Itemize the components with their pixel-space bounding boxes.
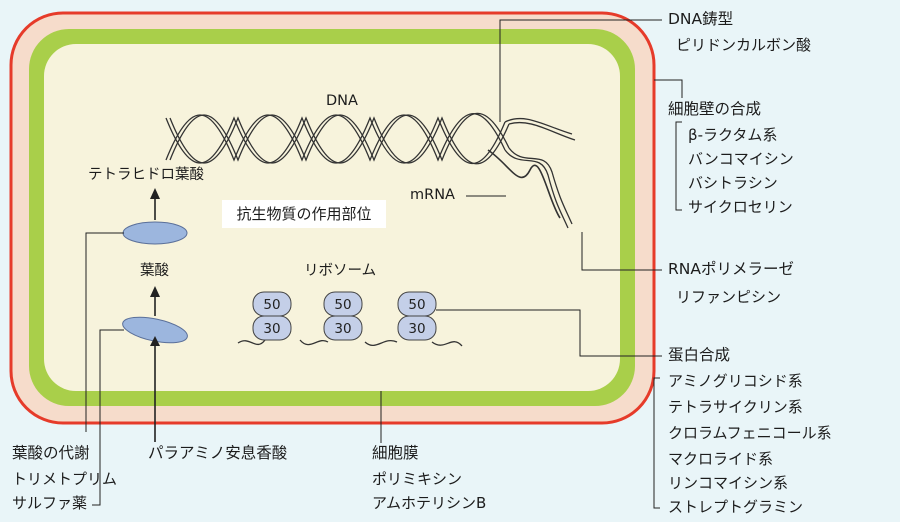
rna-polymerase-heading: RNAポリメラーゼ [668, 260, 794, 278]
cell-wall-heading: 細胞壁の合成 [668, 100, 762, 118]
drug-trimethoprim: トリメトプリム [12, 470, 118, 488]
drug-rifampicin: リファンピシン [676, 288, 782, 306]
ribosome-large-label: 50 [263, 297, 280, 313]
folate-pathway [122, 188, 188, 442]
cell-membrane-heading: 細胞膜 [372, 444, 419, 462]
ribosome-1 [252, 291, 292, 341]
drug-tetracycline: テトラサイクリン系 [668, 398, 803, 416]
drug-pyridone-carboxylic-acid: ピリドンカルボン酸 [676, 36, 812, 54]
paba-label: パラアミノ安息香酸 [148, 444, 288, 462]
ribosome-2 [323, 291, 363, 341]
drug-aminoglycoside: アミノグリコシド系 [668, 372, 803, 390]
protein-synthesis-heading: 蛋白合成 [668, 346, 731, 364]
drug-cycloserine: サイクロセリン [688, 198, 793, 216]
drug-sulfonamide: サルファ薬 [12, 494, 88, 512]
leader-lines [85, 19, 683, 509]
tetrahydrofolate-label: テトラヒドロ葉酸 [88, 167, 204, 183]
ribosome-3 [397, 291, 437, 341]
arrow-up-icon [150, 286, 160, 297]
folate-metabolism-heading: 葉酸の代謝 [12, 444, 90, 462]
ribosome-large-label: 50 [334, 297, 351, 313]
drug-lincomycin: リンコマイシン系 [668, 474, 789, 492]
arrow-up-icon [150, 188, 160, 199]
dna-helix [165, 112, 576, 229]
enzyme-upper [122, 221, 188, 245]
drug-vancomycin: バンコマイシン [688, 150, 794, 168]
arrow-up-icon [150, 336, 160, 346]
drug-chloramphenicol: クロラムフェニコール系 [668, 424, 832, 442]
ribosome-label: リボソーム [304, 263, 377, 279]
diagram-title: 抗生物質の作用部位 [222, 200, 386, 228]
dna-label: DNA [326, 93, 358, 109]
ribosomes: 50 30 50 30 50 30 [237, 291, 463, 347]
mrna-label: mRNA [410, 187, 455, 203]
folate-label: 葉酸 [140, 263, 169, 279]
ribosome-small-label: 30 [334, 321, 351, 337]
drug-streptogramin: ストレプトグラミン [668, 498, 804, 516]
drug-bacitracin: バシトラシン [688, 174, 778, 192]
drug-beta-lactam: β-ラクタム系 [688, 126, 778, 144]
ribosome-large-label: 50 [408, 297, 425, 313]
drug-polymyxin: ポリミキシン [372, 470, 463, 488]
drug-amphotericin-b: アムホテリシンB [372, 494, 487, 512]
ribosome-small-label: 30 [408, 321, 425, 337]
ribosome-small-label: 30 [263, 321, 280, 337]
dna-template-heading: DNA鋳型 [668, 10, 734, 28]
drug-macrolide: マクロライド系 [668, 450, 774, 468]
